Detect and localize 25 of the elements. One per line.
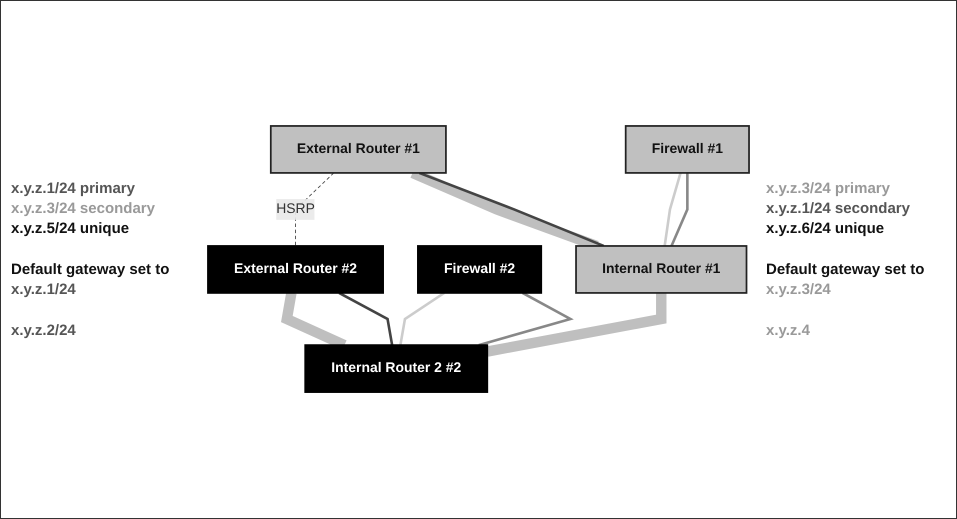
note-text: x.y.z.3/24 [766, 281, 832, 298]
connector [478, 292, 574, 347]
note-text: Default gateway set to [11, 261, 170, 278]
node-box: Firewall #2 [417, 246, 542, 294]
note-text: x.y.z.6/24 unique [766, 220, 886, 237]
note-text: x.y.z.5/24 unique [11, 220, 130, 237]
node-box: Internal Router 2 #2 [304, 344, 488, 394]
connector [338, 292, 394, 346]
note-text: Default gateway set to [766, 261, 926, 278]
connector [670, 173, 689, 247]
note-text: x.y.z.2/24 [11, 322, 77, 339]
note-text: x.y.z.1/24 primary [11, 180, 136, 197]
connector [663, 173, 682, 247]
connector [486, 293, 666, 358]
note-text: x.y.z.1/24 [11, 281, 77, 298]
node-box: Firewall #1 [624, 126, 750, 174]
node-box: External Router #1 [270, 126, 447, 174]
connector [399, 292, 445, 346]
node-box: Internal Router #1 [575, 246, 748, 294]
note-text: x.y.z.3/24 primary [766, 180, 891, 197]
note-text: x.y.z.3/24 secondary [11, 200, 156, 217]
note-text: x.y.z.1/24 secondary [766, 200, 911, 217]
node-box: External Router #2 [207, 246, 384, 294]
note-text: x.y.z.4 [766, 322, 811, 339]
edge-label: HSRP [276, 202, 315, 217]
